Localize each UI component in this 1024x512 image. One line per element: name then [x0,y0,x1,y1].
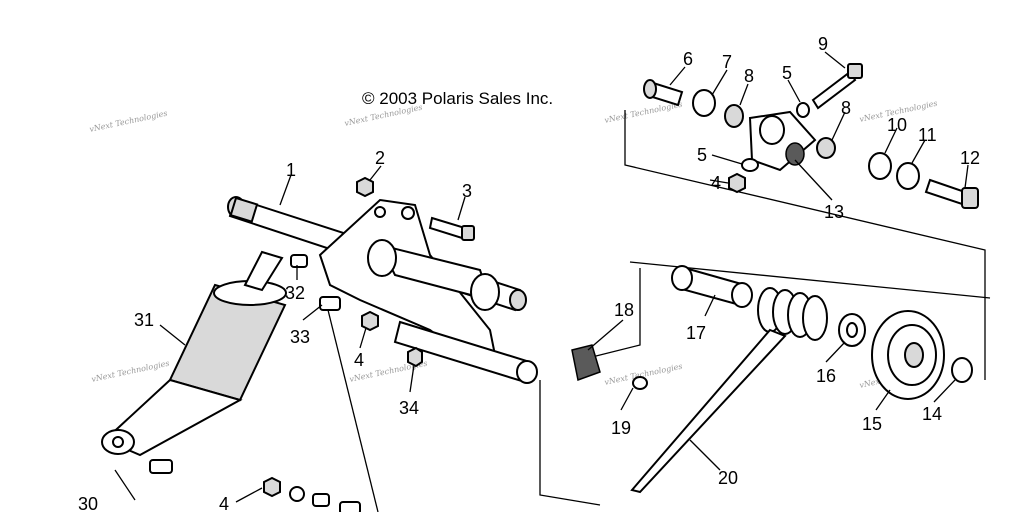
leader-lines [114,51,969,512]
nut-4 [361,310,379,332]
nut-2 [356,176,374,198]
callout-19: 19 [611,418,631,438]
block-18 [571,344,601,382]
bushing-30 [149,459,173,474]
washer-10 [868,152,892,180]
washer-11 [896,162,920,190]
callout-7: 7 [722,52,732,72]
callout-10: 10 [887,115,907,135]
washer-14 [951,357,973,383]
bushing-8 [724,104,744,128]
bolt-12 [924,178,979,209]
callout-4: 4 [354,350,364,370]
washer-5a [796,102,810,118]
callout-4-bottom: 4 [219,494,229,512]
callout-32: 32 [285,283,305,303]
nut-4b [728,172,746,194]
callout-20: 20 [718,468,738,488]
callout-labels: 1 2 3 4 4 4 4 5 5 6 7 8 8 9 10 11 12 13 … [78,34,980,512]
idler-wheel-15 [871,310,945,400]
callout-8: 8 [841,98,851,118]
callout-1: 1 [286,160,296,180]
copyright-text: © 2003 Polaris Sales Inc. [362,89,553,108]
spacer-17 [671,265,753,308]
watermark: vNext Technologies [89,109,169,134]
bushing-8b [816,137,836,159]
callout-30: 30 [78,494,98,512]
callout-18: 18 [614,300,634,320]
bushing-32 [290,254,308,268]
callout-33: 33 [290,327,310,347]
callout-14: 14 [922,404,942,424]
top-bolt-6 [643,79,684,107]
bolt-9 [811,63,863,110]
washer-19 [632,376,648,390]
callout-12: 12 [960,148,980,168]
nut-34 [407,346,423,368]
callout-5: 5 [697,145,707,165]
bolt-3 [428,216,475,241]
callout-31: 31 [134,310,154,330]
watermark: vNext Technologies [91,359,171,384]
torsion-spring [630,287,828,494]
callout-3: 3 [462,181,472,201]
shock-absorber-31 [101,250,287,457]
pivot-block-13 [748,110,817,172]
washer-5b [741,158,759,172]
lower-shaft [393,320,538,384]
callout-11: 11 [918,125,937,145]
callout-15: 15 [862,414,882,434]
callout-4-top: 4 [711,173,721,193]
callout-8-top: 8 [744,66,754,86]
arm-bracket [318,198,500,362]
callout-16: 16 [816,366,836,386]
callout-5-top: 5 [782,63,792,83]
callout-6: 6 [683,49,693,69]
lower-hardware [263,476,361,512]
assembly-outline [539,110,991,506]
callout-17: 17 [686,323,706,343]
washer-16 [838,313,866,347]
callout-34: 34 [399,398,419,418]
bushing-33 [319,296,341,311]
callout-9: 9 [818,34,828,54]
callout-13: 13 [824,202,844,222]
callout-2: 2 [375,148,385,168]
washer-7 [692,89,716,117]
